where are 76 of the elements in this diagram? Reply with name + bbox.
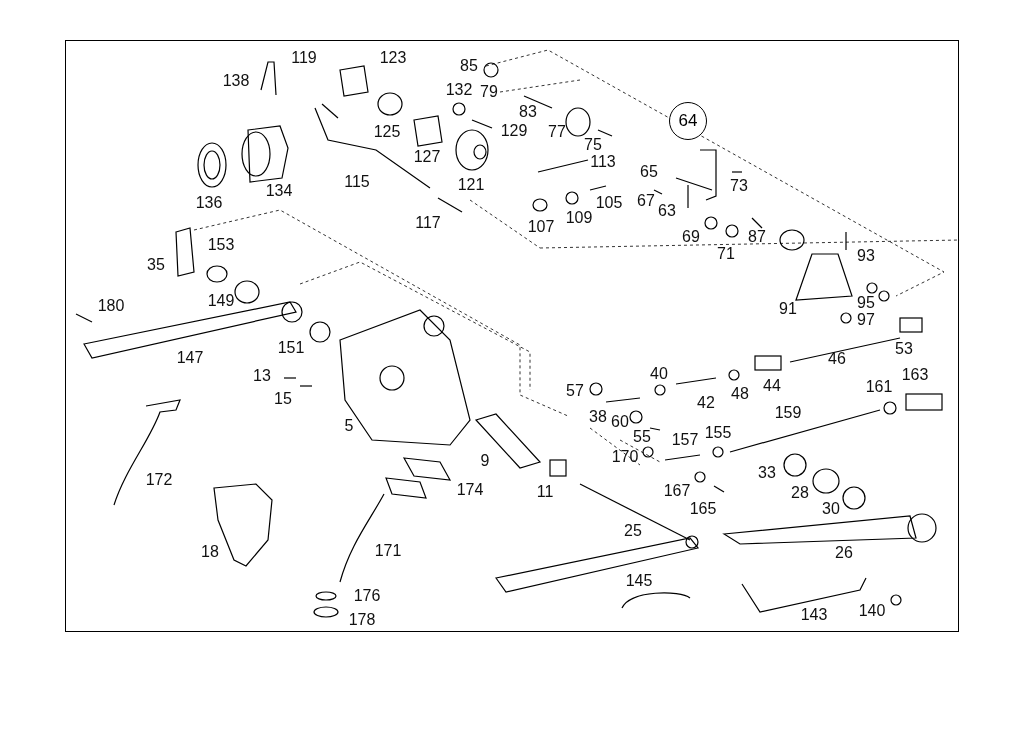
callout-number: 174 [456, 482, 484, 498]
callout-number: 38 [589, 409, 607, 425]
callout-number: 125 [373, 124, 401, 140]
callout-number: 67 [637, 193, 655, 209]
callout-number: 105 [595, 195, 623, 211]
callout-number: 71 [717, 246, 735, 262]
callout-number: 147 [176, 350, 204, 366]
callout-number: 9 [480, 453, 490, 469]
callout-number: 132 [445, 82, 473, 98]
callout-number: 117 [415, 215, 441, 231]
callout-number: 77 [548, 124, 566, 140]
callout-number: 161 [865, 379, 893, 395]
callout-number: 159 [774, 405, 802, 421]
callout-number: 33 [758, 465, 776, 481]
callout-number: 28 [791, 485, 809, 501]
callout-number: 170 [611, 449, 639, 465]
callout-number: 127 [413, 149, 441, 165]
callout-number: 75 [584, 137, 602, 153]
callout-number: 91 [779, 301, 797, 317]
callout-number: 95 [857, 295, 875, 311]
callout-number: 123 [379, 50, 407, 66]
callout-number: 42 [697, 395, 715, 411]
callout-number: 60 [611, 414, 629, 430]
callout-number: 53 [895, 341, 913, 357]
callout-number: 165 [689, 501, 717, 517]
callout-number: 113 [590, 154, 616, 170]
callout-number: 140 [858, 603, 886, 619]
callout-number: 155 [704, 425, 732, 441]
callout-number: 35 [147, 257, 165, 273]
callout-number: 143 [800, 607, 828, 623]
callout-number: 176 [353, 588, 381, 604]
callout-number: 18 [201, 544, 219, 560]
callout-number: 65 [640, 164, 658, 180]
callout-number: 63 [658, 203, 676, 219]
callout-number: 46 [828, 351, 846, 367]
callout-number: 25 [624, 523, 642, 539]
callout-number: 69 [682, 229, 700, 245]
callout-number: 73 [730, 178, 748, 194]
callout-number: 107 [527, 219, 555, 235]
callout-number: 134 [265, 183, 293, 199]
callout-number: 93 [857, 248, 875, 264]
callout-number: 83 [519, 104, 537, 120]
callout-number: 57 [566, 383, 584, 399]
callout-number: 55 [633, 429, 651, 445]
callout-number: 85 [460, 58, 478, 74]
callout-number: 172 [145, 472, 173, 488]
callout-number: 5 [344, 418, 354, 434]
callout-number: 13 [253, 368, 271, 384]
callout-number: 44 [763, 378, 781, 394]
callout-number: 109 [565, 210, 593, 226]
callout-number: 145 [625, 573, 653, 589]
callout-number: 167 [663, 483, 691, 499]
callout-number: 79 [480, 84, 498, 100]
callout-number: 119 [291, 50, 317, 66]
callout-number: 171 [374, 543, 402, 559]
callout-number: 26 [835, 545, 853, 561]
callout-number: 138 [222, 73, 250, 89]
callout-number: 163 [901, 367, 929, 383]
callout-number: 178 [348, 612, 376, 628]
callout-number: 136 [195, 195, 223, 211]
callout-number: 115 [344, 174, 370, 190]
circled-callout: 64 [669, 102, 707, 140]
callout-number: 149 [207, 293, 235, 309]
callout-number: 15 [274, 391, 292, 407]
callout-number: 48 [731, 386, 749, 402]
callout-number: 97 [857, 312, 875, 328]
callout-number: 129 [500, 123, 528, 139]
callout-number: 157 [671, 432, 699, 448]
callout-number: 153 [207, 237, 235, 253]
callout-number: 30 [822, 501, 840, 517]
callout-number: 180 [97, 298, 125, 314]
callout-number: 121 [457, 177, 485, 193]
callout-number: 40 [650, 366, 668, 382]
callout-number: 11 [536, 484, 554, 500]
callout-number: 87 [748, 229, 766, 245]
callout-number: 151 [277, 340, 305, 356]
